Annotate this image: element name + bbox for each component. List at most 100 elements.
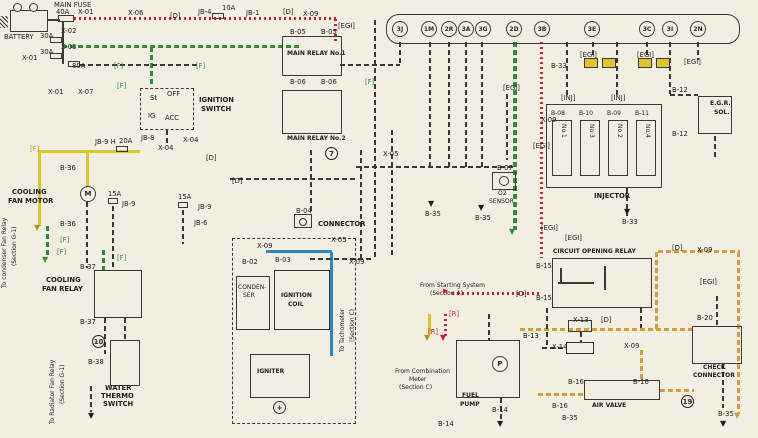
diagram-label: X-09 <box>349 258 365 266</box>
wire-segment <box>150 47 153 87</box>
diagram-label: OFF <box>167 90 181 98</box>
wire-segment <box>655 252 658 330</box>
diagram-label: [F] <box>114 62 124 70</box>
wire-segment <box>546 308 548 348</box>
diagram-label: B-06 <box>321 78 337 86</box>
wire-segment <box>592 42 594 58</box>
diagram-label: JB-8 <box>141 134 155 142</box>
connector-3a: 3A <box>458 21 474 37</box>
diagram-label: [EGI] <box>503 84 520 92</box>
diagram-label: B-15 <box>536 262 552 270</box>
wire-segment <box>722 364 724 408</box>
diagram-label: (Section G-1) <box>59 364 66 404</box>
diagram-label: 30A <box>40 32 54 40</box>
wire-segment <box>102 250 105 270</box>
diagram-label: CONDEN- <box>238 284 267 291</box>
arrow-down-icon: ▼ <box>497 419 504 428</box>
diagram-label: MAIN RELAY No.2 <box>287 135 346 142</box>
wire-segment <box>520 328 694 331</box>
diagram-label: [R] <box>449 310 460 318</box>
diagram-label: St <box>150 94 157 102</box>
fuse-15a-1 <box>108 198 118 204</box>
connector-b33-d <box>656 58 670 68</box>
diagram-label: INJECTOR <box>594 192 631 200</box>
diagram-label: Meter <box>409 376 427 383</box>
wire-segment <box>465 42 467 170</box>
wire-segment <box>714 136 716 160</box>
diagram-label: IGNITION <box>281 292 312 299</box>
wire-segment <box>604 266 606 290</box>
wire-segment <box>334 19 337 41</box>
fuel-pump-symbol: P <box>492 356 508 372</box>
diagram-label: No.3 <box>588 124 595 138</box>
wire-segment <box>716 296 718 326</box>
diagram-label: B-36 <box>60 220 76 228</box>
circled-number-19: 19 <box>681 395 694 408</box>
egr-solenoid <box>698 96 732 134</box>
wire-segment <box>46 226 49 258</box>
diagram-label: B-09 <box>607 110 621 117</box>
diagram-label: B-08 <box>551 110 565 117</box>
condenser <box>236 276 270 330</box>
diagram-label: SWITCH <box>103 400 134 408</box>
diagram-label: [D] <box>283 8 294 16</box>
wire-segment <box>230 178 356 180</box>
diagram-label: BATTERY <box>4 33 34 41</box>
diagram-label: THERMO <box>101 392 134 400</box>
main-relay-1 <box>282 36 342 76</box>
diagram-label: X-04 <box>183 136 199 144</box>
diagram-label: ACC <box>165 114 180 122</box>
wire-segment <box>500 398 502 420</box>
main-relay-2 <box>282 90 342 134</box>
wire-segment <box>266 250 332 253</box>
fuse-80a <box>68 61 80 67</box>
diagram-label: PUMP <box>460 401 480 408</box>
diagram-label: IG <box>148 112 156 120</box>
circled-number-10: 10 <box>92 335 105 348</box>
diagram-label: B-35 <box>425 210 441 218</box>
diagram-label: To condenser Fan Relay <box>1 217 8 288</box>
o2-sensor-symbol <box>499 176 509 186</box>
arrow-down-icon: ▼ <box>428 199 435 208</box>
wire-segment <box>90 386 92 412</box>
diagram-label: B-13 <box>523 332 539 340</box>
diagram-label: CONNECTOR <box>693 372 735 379</box>
diagram-label: FAN RELAY <box>42 285 83 293</box>
arrow-down-icon: ▼ <box>34 223 41 232</box>
diagram-label: IGNITER <box>257 368 285 375</box>
diagram-label: B-12 <box>672 86 688 94</box>
arrow-down-icon: ▼ <box>624 207 631 216</box>
wire-segment <box>86 202 88 268</box>
diagram-label: [F] <box>117 82 127 90</box>
diagram-label: [F] <box>365 78 375 86</box>
diagram-label: B-38 <box>88 358 104 366</box>
main-fuse-symbol <box>58 15 74 22</box>
diagram-label: [EGI] <box>700 278 717 286</box>
wire-segment <box>542 347 566 349</box>
diagram-label: B-16 <box>633 378 649 386</box>
wire-segment <box>391 130 393 258</box>
diagram-label: [F] <box>117 254 127 262</box>
connector-1m: 1M <box>421 21 437 37</box>
water-thermo-switch <box>110 340 140 386</box>
diagram-label: (Section G-1) <box>11 226 18 266</box>
diagram-label: From Combination <box>395 368 450 375</box>
arrow-right-icon: ▶ <box>443 287 449 295</box>
diagram-label: B-12 <box>672 130 688 138</box>
diagram-label: CHECK <box>703 364 726 371</box>
diagram-label: AIR VALVE <box>592 402 627 409</box>
diagram-label: B-33 <box>622 218 638 226</box>
wire-segment <box>310 150 312 214</box>
connector-2r: 2R <box>441 21 457 37</box>
connector-b33-c <box>638 58 652 68</box>
wire-segment <box>356 166 516 168</box>
diagram-label: B-10 <box>579 110 593 117</box>
wire-segment <box>580 332 582 342</box>
wire-segment <box>330 252 333 356</box>
diagram-label: [D] <box>170 12 181 20</box>
diagram-label: CIRCUIT OPENING RELAY <box>553 248 636 255</box>
wire-segment <box>669 42 671 94</box>
diagram-label: [F] <box>60 236 70 244</box>
diagram-label: X-05 <box>331 236 347 244</box>
